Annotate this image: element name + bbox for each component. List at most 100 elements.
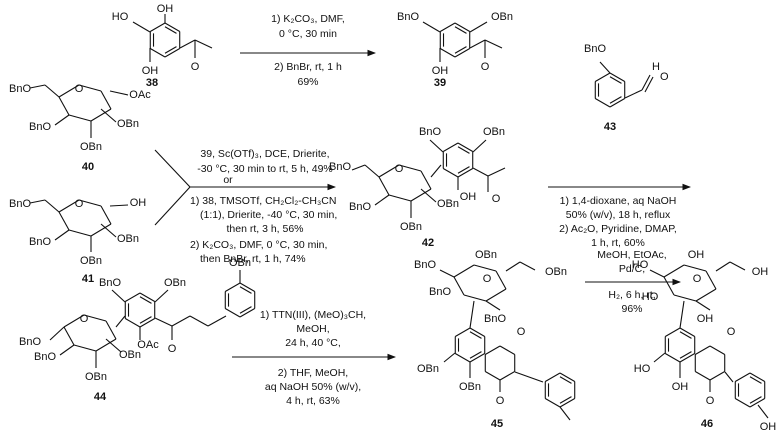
ring-46a — [679, 351, 692, 359]
bond — [132, 21, 151, 33]
atom-label: OBn — [491, 11, 513, 23]
sugar-42 — [378, 176, 390, 196]
ring-45c — [545, 372, 561, 382]
atom-label: BnO — [329, 161, 351, 173]
atom-label: BnO — [34, 351, 56, 363]
ring-45a — [455, 353, 471, 363]
step1-condition: 2) BnBr, rt, 1 h — [274, 61, 342, 73]
ring-43 — [595, 72, 611, 82]
atom-label: BnO — [414, 259, 436, 271]
ring-38 — [150, 22, 166, 32]
ring-43 — [609, 72, 625, 82]
ring-46a — [665, 327, 681, 337]
ring-42 — [457, 142, 473, 152]
atom-label: OH — [672, 381, 689, 393]
ring-42 — [457, 166, 470, 174]
atom-label: OBn — [437, 198, 459, 210]
ring-45c — [545, 398, 561, 408]
sugar-42 — [378, 164, 400, 178]
sugar-42 — [388, 194, 412, 202]
bond — [514, 371, 544, 383]
atom-label: OH — [760, 421, 777, 433]
bond — [485, 300, 501, 311]
ring-45b — [499, 371, 515, 381]
ring-45c — [559, 396, 572, 404]
bond — [624, 89, 643, 99]
ring-45c — [559, 398, 575, 408]
bond — [469, 39, 486, 49]
atom-label: O — [483, 273, 492, 285]
ring-43 — [595, 98, 611, 108]
bond — [649, 269, 665, 278]
atom-label: O — [492, 193, 501, 205]
compound-number-43: 43 — [604, 121, 616, 133]
sugar-40 — [90, 108, 112, 122]
step5-yield: 96% — [621, 303, 642, 315]
sugar-45 — [463, 294, 487, 302]
ring-46a — [665, 353, 681, 363]
ring-44b — [239, 308, 255, 318]
atom-label: HO — [112, 11, 129, 23]
sugar-40 — [58, 84, 80, 98]
atom-label: O — [481, 61, 490, 73]
sugar-44 — [63, 314, 85, 328]
bond — [599, 61, 611, 74]
ring-46c — [735, 372, 751, 382]
atom-label: OBn — [117, 118, 139, 130]
step5-condition: MeOH, EtOAc, — [597, 249, 666, 261]
atom-label: OBn — [229, 257, 251, 269]
atom-label: OBn — [400, 221, 422, 233]
sugar-40 — [58, 96, 70, 116]
bond — [189, 315, 209, 327]
sugar-44 — [95, 338, 117, 352]
bond — [559, 406, 571, 421]
bond — [724, 371, 734, 383]
sugar-44 — [105, 320, 117, 340]
ring-45c — [559, 372, 575, 382]
atom-label: OBn — [483, 126, 505, 138]
ring-43 — [609, 96, 622, 104]
ring-46b — [709, 371, 725, 381]
ring-46c — [749, 372, 765, 382]
ring-46a — [679, 331, 692, 339]
ring-44b — [239, 306, 252, 314]
atom-label: OBn — [119, 349, 141, 361]
step5-condition: Pd/C, — [619, 263, 645, 275]
sugar-44 — [63, 326, 75, 346]
atom-label: BnO — [484, 313, 506, 325]
compound-number-40: 40 — [82, 161, 94, 173]
atom-label: OH — [460, 191, 477, 203]
atom-label: BnO — [99, 277, 121, 289]
atom-label: BnO — [349, 201, 371, 213]
sugar-40 — [100, 90, 112, 110]
sugar-41 — [58, 211, 70, 231]
ring-44 — [139, 316, 152, 324]
atom-label: OBn — [85, 371, 107, 383]
step4-condition: 2) THF, MeOH, — [278, 367, 348, 379]
converge-line-41 — [154, 186, 191, 226]
ring-44 — [139, 296, 152, 304]
bond — [154, 317, 173, 327]
ring-38 — [150, 48, 166, 58]
ring-39 — [454, 46, 467, 54]
compound-number-44: 44 — [94, 391, 107, 403]
sugar-41 — [90, 223, 112, 237]
atom-label: BnO — [29, 121, 51, 133]
atom-label: H — [652, 61, 660, 73]
atom-label: O — [727, 326, 736, 338]
atom-label: O — [75, 83, 84, 95]
atom-label: BnO — [584, 43, 606, 55]
bond — [111, 289, 126, 303]
step3-condition: 1) 1,4-dioxane, aq NaOH — [560, 195, 677, 207]
ring-45b — [499, 345, 515, 355]
bond — [443, 352, 456, 363]
ring-46b — [709, 345, 725, 355]
bond — [429, 139, 444, 153]
atom-label: O — [395, 163, 404, 175]
sugar-41 — [78, 199, 102, 207]
ring-45b — [485, 371, 501, 381]
atom-label: OAc — [137, 339, 159, 351]
compound-number-41: 41 — [82, 273, 94, 285]
ring-46b — [695, 345, 711, 355]
